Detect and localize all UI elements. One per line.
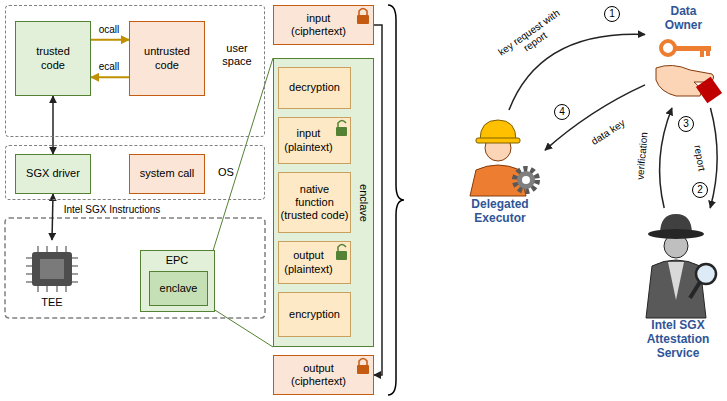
node-text: enclave: [160, 282, 198, 295]
attestation-service: Intel SGX Attestation Service: [632, 208, 724, 398]
node-text: Data Owner: [651, 5, 716, 33]
decryption-box: decryption: [278, 67, 351, 109]
node-text: OS: [206, 166, 246, 179]
epc-box: EPC enclave: [140, 250, 215, 312]
connector: [374, 25, 382, 375]
encryption-box: encryption: [278, 292, 351, 337]
node-text: output (plaintext): [281, 249, 337, 275]
node-text: decryption: [282, 81, 348, 94]
callout-number: 1: [604, 6, 620, 22]
callout-number: 3: [678, 116, 694, 132]
input-plain-box: input (plaintext): [278, 117, 351, 164]
edge-label: key request with report: [495, 6, 570, 68]
node-text: system call: [134, 167, 200, 180]
node-text: SGX driver: [20, 167, 86, 180]
user-space-group: user space trusted code untrusted code: [5, 5, 265, 137]
node-text: user space: [211, 42, 263, 68]
node-text: input (plaintext): [281, 127, 337, 153]
connector: [710, 108, 717, 208]
connector: [52, 194, 53, 240]
tee-chip: TEE: [14, 240, 90, 312]
edge-label: data key: [588, 117, 627, 148]
native-function-box: native function (trusted code): [278, 172, 351, 233]
node-text: trusted code: [23, 45, 83, 71]
enclave-band: enclave decryption input (plaintext) native…: [273, 58, 374, 347]
syscall-box: system call: [129, 154, 205, 194]
edge-label: verification: [634, 131, 649, 182]
driver-box: SGX driver: [15, 154, 91, 194]
node-text: native function (trusted code): [280, 183, 350, 223]
hardware-group: [5, 218, 265, 318]
callout-number: 2: [692, 182, 708, 198]
connector: [91, 76, 129, 78]
enclave-box: enclave: [149, 271, 208, 306]
node-text: encryption: [282, 308, 348, 321]
spy-icon: [646, 214, 716, 318]
connector: [545, 85, 645, 150]
node-text: input (ciphertext): [284, 12, 354, 38]
edge-label: Intel SGX Instructions: [63, 204, 162, 215]
node-text: output (ciphertext): [284, 362, 354, 388]
delegated-executor: Delegated Executor: [455, 110, 545, 228]
node-text: enclave: [356, 184, 369, 222]
data-owner: Data Owner: [645, 3, 722, 108]
node-text: TEE: [14, 296, 90, 309]
node-text: Intel SGX Attestation Service: [632, 319, 724, 360]
node-text: untrusted code: [137, 45, 197, 71]
input-cipher-box: input (ciphertext): [273, 5, 374, 45]
trusted-box: trusted code: [15, 21, 91, 96]
output-cipher-box: output (ciphertext): [273, 355, 374, 395]
output-plain-box: output (plaintext): [278, 241, 351, 284]
os-group: OS SGX driver system call: [5, 145, 265, 200]
edge-label: ocall: [98, 24, 121, 35]
edge-label: report: [692, 143, 708, 173]
untrusted-box: untrusted code: [129, 21, 205, 96]
key-hand-icon: [656, 41, 722, 103]
node-text: EPC: [141, 254, 213, 267]
edge-label: ecall: [98, 61, 121, 72]
callout-number: 4: [554, 104, 570, 120]
connector: [660, 108, 672, 208]
connector: [91, 39, 129, 41]
zoom-lines: [207, 58, 273, 347]
worker-icon: [470, 120, 537, 196]
brace: [388, 5, 404, 395]
chip-icon: [26, 246, 78, 292]
node-text: Delegated Executor: [455, 198, 545, 226]
